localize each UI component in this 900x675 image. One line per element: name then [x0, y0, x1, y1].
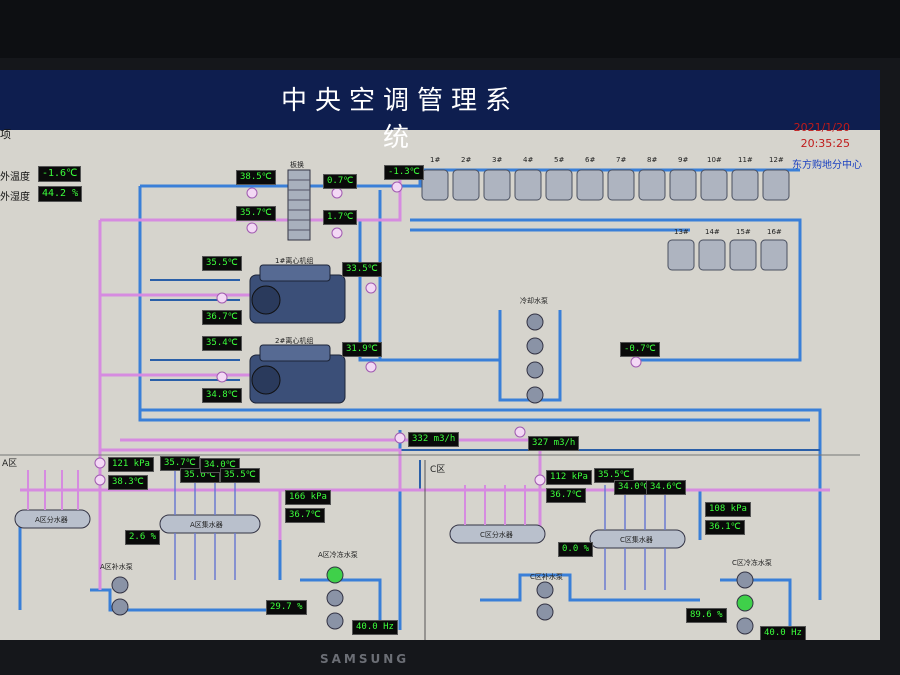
- tower-label: 7#: [616, 156, 627, 164]
- tower-label: 16#: [767, 228, 782, 236]
- sensor-nodes: [94, 181, 642, 486]
- reading-c-temp: 36.7℃: [546, 488, 586, 503]
- chiller-2[interactable]: [249, 344, 346, 404]
- c-collector-label: C区集水器: [620, 536, 653, 544]
- chiller1-label: 1#离心机组: [275, 257, 314, 265]
- pink-pipes: [20, 180, 830, 590]
- reading-c-pressure2: 108 kPa: [705, 502, 751, 517]
- tower-label: 4#: [523, 156, 534, 164]
- reading-a-pressure: 121 kPa: [108, 457, 154, 472]
- a-cycle-pumps: [326, 566, 344, 630]
- page-title: 中央空调管理系统: [280, 86, 519, 153]
- tower-label: 12#: [769, 156, 784, 164]
- c-ext-pumps: [536, 581, 554, 621]
- c-divider-label: C区分水器: [480, 531, 513, 539]
- zone-a-label: A区: [2, 459, 18, 469]
- clock-time: 20:35:25: [800, 137, 850, 150]
- c-cycle-pumps: [736, 571, 754, 635]
- c-divider[interactable]: [449, 524, 546, 544]
- blue-pipes: [18, 168, 822, 630]
- hx-label: 板换: [290, 161, 304, 169]
- reading-c-pressure: 112 kPa: [546, 470, 592, 485]
- a-divider[interactable]: [14, 509, 91, 529]
- tower-label: 11#: [738, 156, 753, 164]
- reading-c-col1: 35.5℃: [594, 468, 634, 483]
- reading-chiller2-bottom: 34.8℃: [202, 388, 242, 403]
- heat-exchanger-plates: [288, 179, 310, 231]
- org-name: 东方购地分中心: [792, 160, 862, 171]
- menu-label[interactable]: 项: [0, 128, 11, 141]
- cooling-towers-row2: [667, 239, 788, 271]
- heat-exchanger[interactable]: [287, 169, 311, 241]
- clock-date: 2021/1/20: [793, 121, 850, 134]
- reading-chiller1-bottom: 36.7℃: [202, 310, 242, 325]
- monitor-brand: SAMSUNG: [320, 652, 410, 666]
- tower-label: 10#: [707, 156, 722, 164]
- c-cycle-pump-label: C区冷冻水泵: [732, 559, 772, 567]
- cooling-pump-label: 冷却水泵: [520, 297, 548, 305]
- reading-a-hz: 40.0 Hz: [352, 620, 398, 635]
- reading-flow-c: 327 m3/h: [528, 436, 580, 451]
- reading-chiller2-right: 31.9℃: [342, 342, 382, 357]
- reading-cooling-return: -0.7℃: [620, 342, 660, 357]
- reading-c-valve: 0.0 %: [558, 542, 594, 557]
- reading-hx-cold-bottom: 1.7℃: [323, 210, 358, 225]
- piping-diagram: [0, 168, 860, 640]
- scada-screen: 中央空调管理系统 2021/1/20 20:35:25 东方购地分中心 项 外温…: [0, 70, 880, 640]
- c-ext-pump-label: C区补水泵: [530, 573, 563, 581]
- clock: 2021/1/20 20:35:25: [794, 120, 850, 152]
- a-ext-pumps: [111, 576, 129, 616]
- reading-c-pump-pct: 89.6 %: [686, 608, 727, 623]
- tower-label: 1#: [430, 156, 441, 164]
- reading-a-valve: 2.6 %: [125, 530, 161, 545]
- tower-label: 3#: [492, 156, 503, 164]
- tower-label: 13#: [674, 228, 689, 236]
- tower-label: 6#: [585, 156, 596, 164]
- c-branches: [464, 485, 526, 525]
- chiller2-label: 2#离心机组: [275, 337, 314, 345]
- reading-a-col1: 35.7℃: [160, 456, 200, 471]
- reading-hx-in: 38.5℃: [236, 170, 276, 185]
- tower-label: 5#: [554, 156, 565, 164]
- title-bar: 中央空调管理系统: [0, 70, 880, 153]
- reading-a-pump-pct: 29.7 %: [266, 600, 307, 615]
- outdoor-temp-value: -1.6℃: [38, 166, 82, 182]
- reading-tower-supply: -1.3℃: [384, 165, 424, 180]
- tower-label: 9#: [678, 156, 689, 164]
- tower-label: 8#: [647, 156, 658, 164]
- reading-c-col3: 34.6℃: [646, 480, 686, 495]
- tower-label: 14#: [705, 228, 720, 236]
- reading-c-temp2: 36.1℃: [705, 520, 745, 535]
- reading-chiller2-top: 35.4℃: [202, 336, 242, 351]
- outdoor-hum-value: 44.2 %: [38, 186, 83, 202]
- reading-hx-cold-top: 0.7℃: [323, 174, 358, 189]
- tower-label: 2#: [461, 156, 472, 164]
- tower-label: 15#: [736, 228, 751, 236]
- outdoor-hum-label: 外湿度: [0, 192, 30, 203]
- reading-chiller1-right: 33.5℃: [342, 262, 382, 277]
- a-collector-label: A区集水器: [190, 521, 223, 529]
- reading-a-temp: 38.3℃: [108, 475, 148, 490]
- outdoor-temp-label: 外温度: [0, 172, 30, 183]
- c-collector[interactable]: [589, 529, 686, 549]
- a-ext-pump-label: A区补水泵: [100, 563, 133, 571]
- a-cycle-pump-label: A区冷冻水泵: [318, 551, 358, 559]
- cooling-pumps: [526, 313, 544, 404]
- reading-chiller1-top: 35.5℃: [202, 256, 242, 271]
- cooling-towers-row1: [421, 169, 790, 201]
- reading-hx-out: 35.7℃: [236, 206, 276, 221]
- a-branches: [27, 470, 79, 510]
- reading-c-hz: 40.0 Hz: [760, 626, 806, 640]
- a-divider-label: A区分水器: [35, 516, 68, 524]
- reading-flow-a: 332 m3/h: [408, 432, 460, 447]
- chiller-1[interactable]: [249, 264, 346, 324]
- reading-a-pressure2: 166 kPa: [285, 490, 331, 505]
- reading-a-col4: 35.5℃: [220, 468, 260, 483]
- zone-c-label: C区: [430, 465, 446, 475]
- reading-a-temp2: 36.7℃: [285, 508, 325, 523]
- a-collector[interactable]: [159, 514, 261, 534]
